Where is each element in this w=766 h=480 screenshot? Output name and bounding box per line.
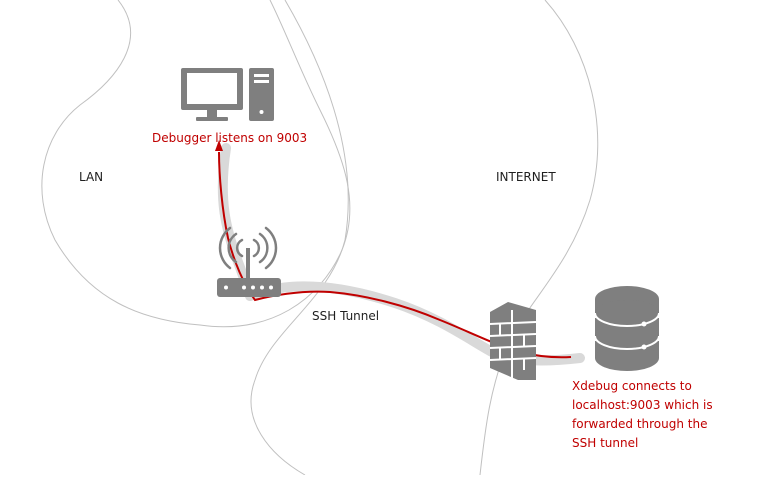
brick-firewall-icon [489,302,537,380]
wifi-router-icon [217,226,281,297]
xdebug-annotation: Xdebug connects to localhost:9003 which … [572,377,713,453]
internet-label: INTERNET [496,170,556,184]
xdebug-line-4: SSH tunnel [572,436,639,450]
database-server-icon [594,286,660,371]
xdebug-line-3: forwarded through the [572,417,708,431]
xdebug-line-2: localhost:9003 which is [572,398,713,412]
internet-zone-boundary-right [479,0,599,476]
xdebug-line-1: Xdebug connects to [572,379,692,393]
ssh-tunnel-label: SSH Tunnel [312,309,380,323]
tunnel-arrowhead [215,140,223,151]
lan-zone-boundary [41,0,351,328]
desktop-computer-icon [181,68,274,121]
lan-label: LAN [79,170,104,184]
debugger-label: Debugger listens on 9003 [152,131,308,145]
